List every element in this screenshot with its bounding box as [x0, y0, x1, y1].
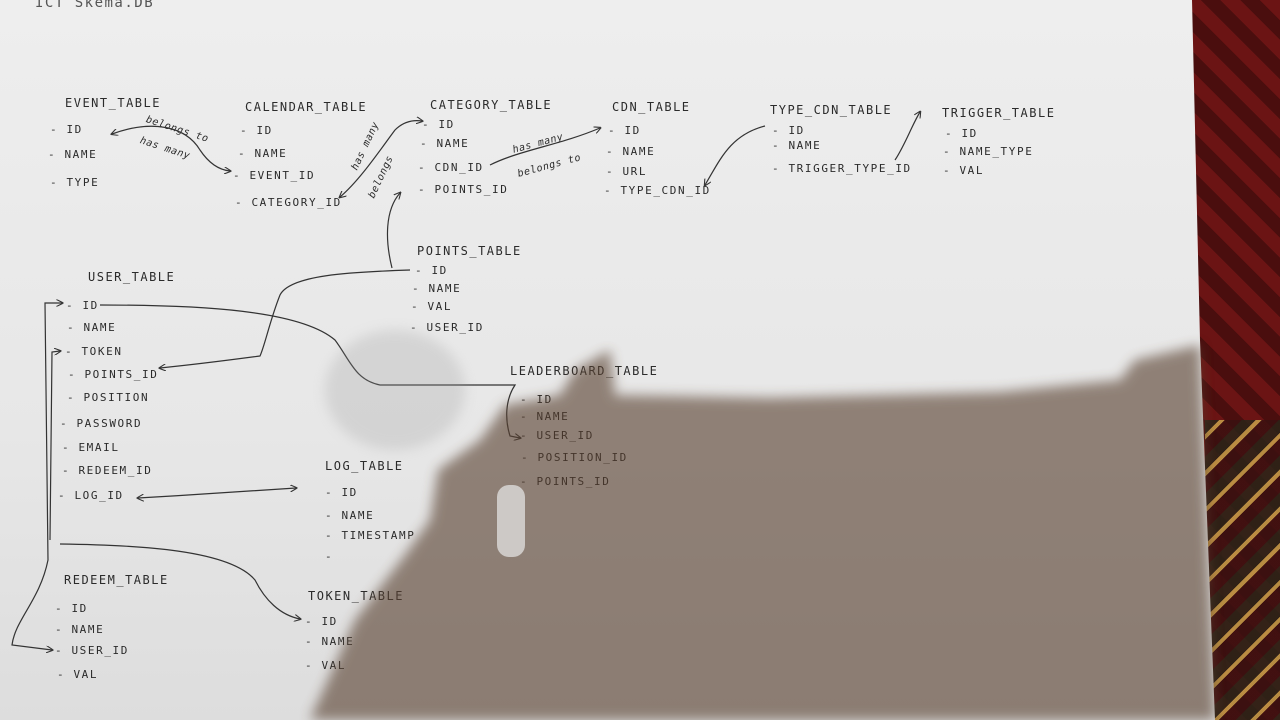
top-note: ICT Skema.DB — [35, 0, 155, 11]
calendar-table-field: - ID — [240, 124, 273, 137]
category-table-field: - NAME — [420, 137, 470, 150]
points-table-field: - NAME — [412, 282, 462, 295]
trigger-table-field: - ID — [945, 127, 978, 140]
calendar-table-field: - NAME — [238, 147, 288, 160]
calendar-table-field: - EVENT_ID — [233, 169, 316, 182]
user-table-field: - POINTS_ID — [68, 368, 159, 381]
connector-line — [489, 128, 600, 166]
connector-line — [160, 269, 411, 368]
points-table-field: - ID — [415, 264, 448, 277]
category-table-field: - CDN_ID — [418, 161, 484, 174]
redeem-table-field: - NAME — [55, 623, 105, 636]
points-table-field: - VAL — [411, 300, 453, 313]
event-table-field: - TYPE — [50, 176, 100, 189]
event-table-field: - NAME — [48, 148, 98, 161]
connector-line — [112, 125, 230, 171]
trigger-table-field: - VAL — [943, 164, 985, 177]
category-table-title: CATEGORY_TABLE — [430, 98, 553, 112]
user-table-field: - ID — [66, 299, 99, 312]
connector-line — [138, 488, 296, 498]
redeem-table-field: - VAL — [57, 668, 99, 681]
cdn-table-field: - TYPE_CDN_ID — [604, 184, 711, 197]
user-table-field: - EMAIL — [62, 441, 120, 454]
connector-line — [705, 125, 766, 185]
user-table-field: - NAME — [67, 321, 117, 334]
carpet-pattern — [1205, 420, 1280, 720]
type-cdn-table-field: - ID — [772, 124, 805, 137]
redeem-table-title: REDEEM_TABLE — [64, 573, 169, 587]
points-table-title: POINTS_TABLE — [417, 244, 522, 258]
user-table-field: - POSITION — [67, 391, 150, 404]
cdn-table-field: - URL — [606, 165, 648, 178]
user-table-field: - LOG_ID — [58, 489, 124, 502]
connector-line — [11, 303, 62, 650]
type-cdn-table-field: - NAME — [772, 139, 822, 152]
connector-line — [340, 121, 422, 197]
trigger-table-field: - NAME_TYPE — [943, 145, 1034, 158]
type-cdn-table-field: - TRIGGER_TYPE_ID — [772, 162, 912, 175]
user-table-title: USER_TABLE — [88, 270, 176, 284]
cdn-table-title: CDN_TABLE — [612, 100, 691, 114]
cdn-table-field: - ID — [608, 124, 641, 137]
user-table-field: - REDEEM_ID — [62, 464, 153, 477]
category-table-field: - ID — [422, 118, 455, 131]
connector-line — [386, 193, 400, 269]
event-table-title: EVENT_TABLE — [65, 96, 161, 110]
connector-line — [59, 543, 300, 619]
calendar-table-field: - CATEGORY_ID — [235, 196, 342, 209]
redeem-table-field: - ID — [55, 602, 88, 615]
category-table-field: - POINTS_ID — [418, 183, 509, 196]
connector-line — [894, 112, 920, 161]
trigger-table-title: TRIGGER_TABLE — [942, 106, 1056, 120]
redeem-table-field: - USER_ID — [55, 644, 130, 657]
user-table-field: - PASSWORD — [60, 417, 143, 430]
type-cdn-table-title: TYPE_CDN_TABLE — [770, 103, 893, 117]
event-table-field: - ID — [50, 123, 83, 136]
connector-line — [49, 351, 60, 541]
calendar-table-title: CALENDAR_TABLE — [245, 100, 368, 114]
connector-line — [99, 304, 520, 438]
user-table-field: - TOKEN — [65, 345, 123, 358]
points-table-field: - USER_ID — [410, 321, 485, 334]
cdn-table-field: - NAME — [606, 145, 656, 158]
